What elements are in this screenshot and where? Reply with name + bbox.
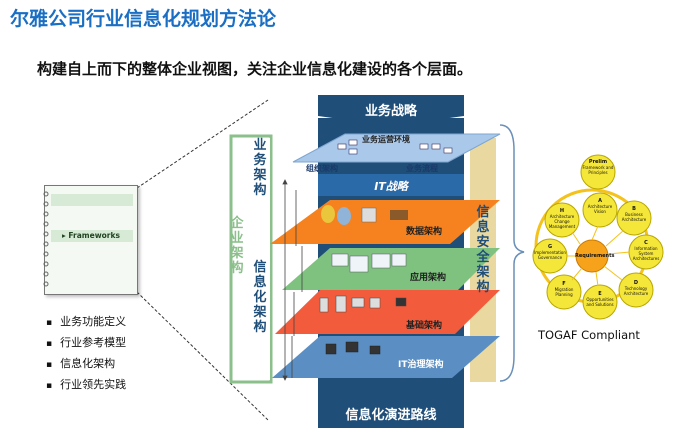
togaf-diagram — [532, 154, 664, 320]
bottom-banner-label: 信息化演进路线 — [345, 408, 437, 423]
page-title: 尔雅公司行业信息化规划方法论 — [10, 8, 277, 30]
togaf-compliant-label: TOGAF Compliant — [538, 328, 640, 342]
business-process-label: 业务流程 — [406, 164, 438, 173]
bullet-item: 行业参考模型 — [46, 332, 126, 353]
bullet-item: 行业领先实践 — [46, 374, 126, 395]
it-strategy-label: IT战略 — [374, 180, 408, 193]
it-strategy-strip — [318, 174, 464, 196]
bullet-item: 信息化架构 — [46, 353, 126, 374]
frameworks-notebook — [43, 185, 138, 295]
it-governance-layer — [272, 336, 500, 378]
top-banner — [318, 95, 464, 126]
infrastructure-layer — [275, 290, 500, 334]
bullet-list: 业务功能定义 行业参考模型 信息化架构 行业领先实践 — [46, 311, 126, 395]
application-layer — [282, 248, 500, 290]
togaf-node — [616, 200, 652, 236]
it-architecture-label: 信息化架构 — [253, 260, 267, 335]
spiral-binding-icon — [43, 191, 49, 287]
togaf-node — [582, 284, 618, 320]
business-architecture-label: 业务架构 — [253, 138, 267, 198]
notebook-band — [51, 194, 133, 206]
togaf-node — [544, 202, 580, 238]
layer-arrows — [282, 179, 303, 381]
bottom-banner — [318, 392, 464, 428]
security-architecture-label: 信息安全架构 — [476, 205, 490, 295]
governance-icons — [325, 341, 381, 355]
application-screens-icons — [331, 253, 407, 273]
business-icons — [337, 139, 453, 155]
infrastructure-layer-label: 基础架构 — [406, 321, 443, 331]
togaf-node — [580, 154, 616, 190]
database-icons — [321, 205, 408, 225]
frameworks-text: Frameworks — [68, 231, 120, 240]
org-structure-label: 组织架构 — [306, 164, 338, 173]
label-column — [250, 138, 270, 380]
page-subtitle: 构建自上而下的整体企业视图，关注企业信息化建设的各个层面。 — [37, 60, 473, 78]
frameworks-label: ▸ Frameworks — [62, 231, 120, 240]
togaf-node — [546, 274, 582, 310]
application-layer-label: 应用架构 — [410, 273, 447, 283]
business-layer — [292, 133, 501, 163]
enterprise-frame — [229, 134, 273, 384]
infrastructure-icons — [319, 295, 407, 313]
togaf-node — [618, 272, 654, 308]
togaf-center-label: Requirements — [575, 253, 615, 259]
bullet-item: 业务功能定义 — [46, 311, 126, 332]
it-governance-layer-label: IT治理架构 — [398, 360, 444, 370]
notebook-band — [51, 230, 133, 242]
enterprise-architecture-label: 企业架构 — [230, 216, 244, 276]
right-brace — [499, 124, 525, 382]
play-arrow-icon: ▸ — [62, 231, 66, 240]
business-env-label: 业务运营环境 — [362, 135, 410, 144]
togaf-node — [582, 192, 618, 228]
data-layer — [270, 200, 500, 244]
data-layer-label: 数据架构 — [406, 227, 443, 237]
top-banner-label: 业务战略 — [364, 104, 417, 119]
